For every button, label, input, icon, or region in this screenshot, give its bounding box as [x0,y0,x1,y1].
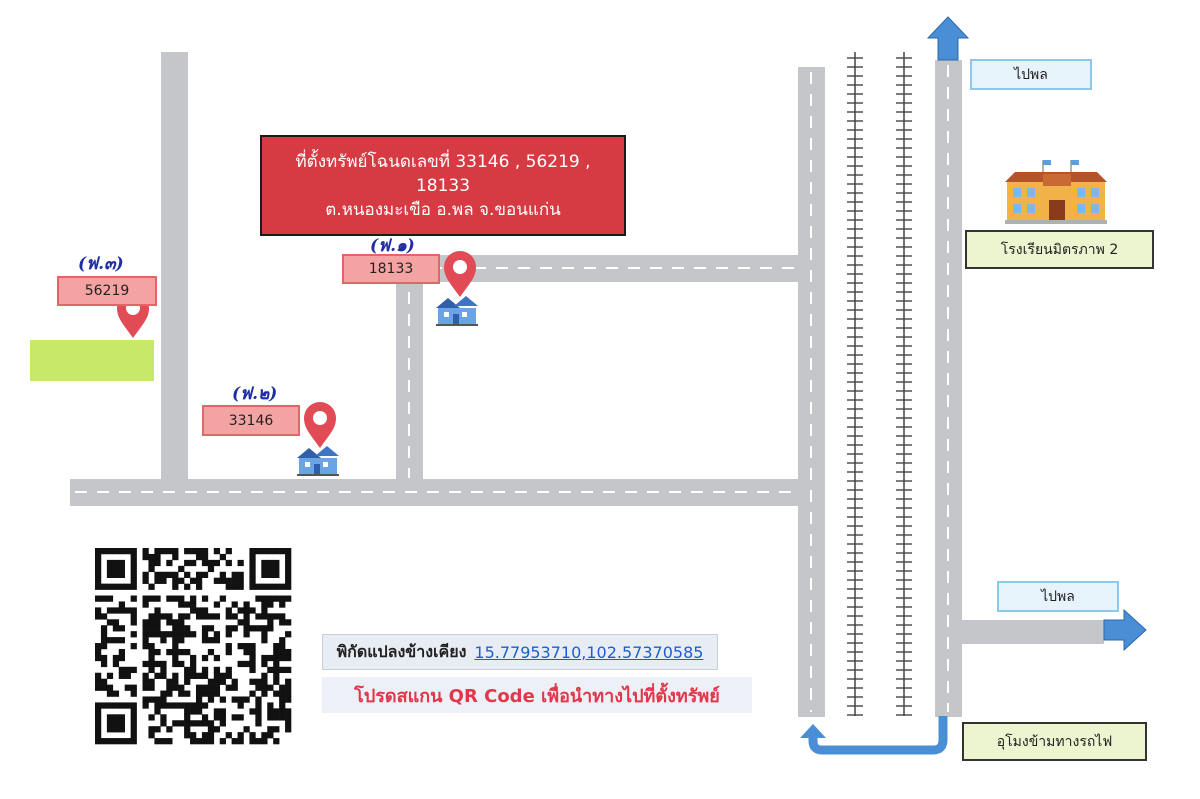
plot-tag-3: (ฟ.๓) [78,254,124,274]
title-line-2: 18133 [415,175,471,196]
coordinates-link[interactable]: 15.77953710,102.57370585 [474,642,704,662]
house-icon [297,446,339,476]
plot-tag-1: (ฟ.๑) [370,236,415,256]
location-pin-icon [444,251,476,297]
house-icon [436,296,478,326]
deed-label-33146: 33146 [202,405,300,436]
road-left-vertical [161,52,188,492]
underpass-label: อุโมงข้ามทางรถไฟ [962,722,1147,761]
arrow-right-icon [1103,608,1147,652]
title-line-1: ที่ตั้งทรัพย์โฉนดเลขที่ 33146 , 56219 , [295,151,591,172]
deed-label-56219: 56219 [57,276,157,306]
property-title-box: ที่ตั้งทรัพย์โฉนดเลขที่ 33146 , 56219 , … [260,135,626,236]
road-main-horizontal [70,479,798,506]
coordinates-label: พิกัดแปลงข้างเคียง [336,641,467,661]
road-middle-vertical [396,258,423,480]
railway-track-icon [847,52,912,716]
location-pin-icon [304,402,336,448]
title-line-3: ต.หนองมะเขือ อ.พล จ.ขอนแก่น [325,199,561,220]
road-right-branch [962,620,1104,644]
qr-code-icon [95,548,292,745]
plot-tag-2: (ฟ.๒) [232,384,278,404]
highway-west-lane [798,67,825,717]
highway-east-lane [935,60,962,717]
green-land-area [30,340,154,381]
school-icon [1005,160,1107,224]
direction-label-top: ไปพล [970,59,1092,90]
coordinates-box: พิกัดแปลงข้างเคียง 15.77953710,102.57370… [322,634,718,670]
underpass-arrow-icon [800,716,948,755]
road-upper-horizontal [420,255,798,282]
direction-label-right: ไปพล [997,581,1119,612]
arrow-up-icon [926,16,970,61]
school-label: โรงเรียนมิตรภาพ 2 [965,230,1154,269]
deed-label-18133: 18133 [342,254,440,284]
scan-instruction: โปรดสแกน QR Code เพื่อนำทางไปที่ตั้งทรัพ… [322,677,752,713]
